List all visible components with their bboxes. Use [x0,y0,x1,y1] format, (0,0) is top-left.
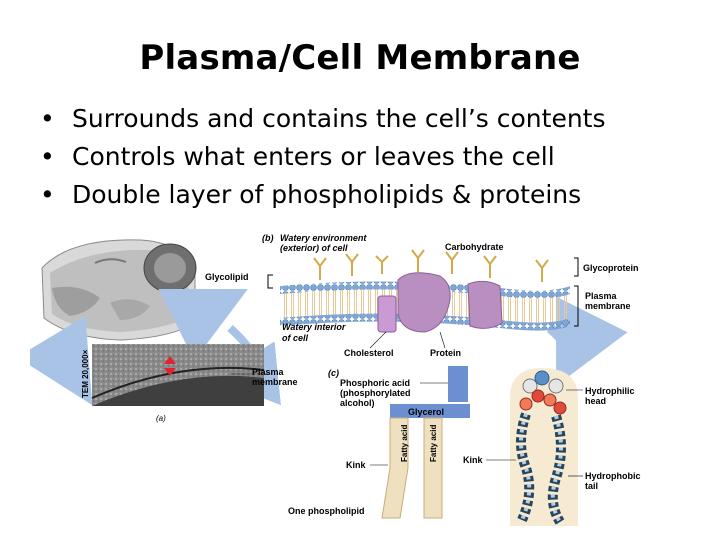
protein-shape [468,281,502,328]
zoom-arrow-icon [550,328,568,368]
cholesterol-shape [378,296,396,332]
label-kink-right: Kink [463,455,483,465]
slide-title: Plasma/Cell Membrane [0,38,720,78]
label-micrograph-membrane: Plasma [252,367,285,377]
panel-b-label: (b) [262,233,274,243]
micrograph-image [92,344,264,406]
label-cholesterol: Cholesterol [344,348,394,358]
label-kink: Kink [346,460,366,470]
label-micrograph-membrane-2: membrane [252,377,298,387]
label-carbohydrate: Carbohydrate [445,242,504,252]
label-glycoprotein: Glycoprotein [583,263,639,273]
label-phosphoric-acid-2: (phosphorylated [340,388,411,398]
label-phosphoric-acid-3: alcohol) [340,398,375,408]
label-protein: Protein [430,348,461,358]
phosphate-group [448,366,468,402]
membrane-diagram: (b) Watery environment (exterior) of cel… [30,228,690,528]
label-fatty-acid-2: Fatty acid [429,425,438,462]
label-tem: TEM 20,000× [81,349,90,398]
label-watery-interior-2: of cell [282,333,309,343]
bullet-item: •Controls what enters or leaves the cell [40,138,700,176]
label-one-phospholipid: One phospholipid [288,506,365,516]
panel-a-label: (a) [156,414,166,423]
label-watery-environment: Watery environment [280,233,367,243]
label-hydrophobic: Hydrophobic [585,471,641,481]
label-watery-interior: Watery interior [282,322,346,332]
membrane-figure: (b) Watery environment (exterior) of cel… [30,228,690,528]
label-hydrophilic-2: head [585,396,606,406]
bullet-item: •Double layer of phospholipids & protein… [40,176,700,214]
cell-illustration [42,240,196,340]
label-hydrophilic: Hydrophilic [585,386,635,396]
label-hydrophobic-2: tail [585,481,598,491]
label-plasma-membrane: Plasma [585,291,618,301]
bullet-list: •Surrounds and contains the cell’s conte… [40,100,700,214]
bullet-dot-icon: • [40,100,55,138]
label-phosphoric-acid: Phosphoric acid [340,378,410,388]
label-glycerol: Glycerol [408,407,444,417]
phospholipid-model [510,368,578,526]
label-fatty-acid: Fatty acid [400,425,409,462]
bullet-dot-icon: • [40,138,55,176]
bullet-dot-icon: • [40,176,55,214]
label-watery-environment-2: (exterior) of cell [280,243,348,253]
panel-c-label: (c) [328,368,339,378]
label-glycolipid: Glycolipid [205,272,249,282]
label-plasma-membrane-2: membrane [585,301,631,311]
bullet-item: •Surrounds and contains the cell’s conte… [40,100,700,138]
